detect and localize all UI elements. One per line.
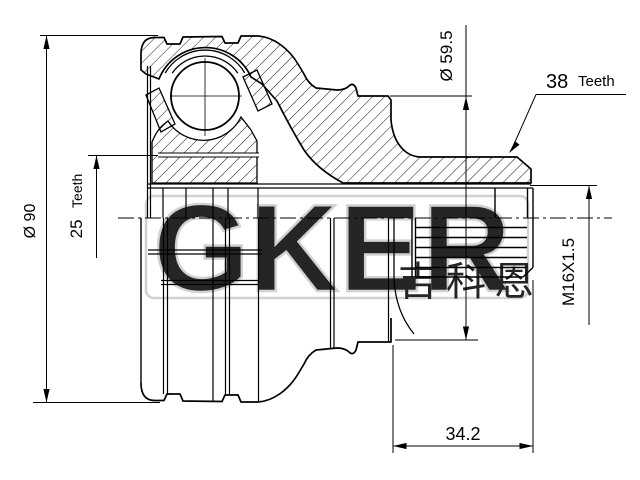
dim-spline-teeth: 25 Teeth: [67, 155, 158, 258]
arrow-right: [519, 442, 533, 450]
ring-diameter-label: Ø 59.5: [437, 30, 456, 81]
stem-boot-seat: [393, 218, 415, 335]
arrow-up: [462, 96, 470, 110]
bell-view-lower: [140, 218, 392, 403]
dim-ring-diameter: Ø 59.5: [390, 25, 478, 341]
inner-race-body: [151, 115, 258, 184]
bell-lower-outline: [140, 318, 392, 403]
label-ring-teeth: 38 Teeth: [509, 71, 626, 153]
shaft-upper-edges: [494, 188, 534, 268]
outer-race-section: [140, 35, 532, 184]
ball-centerlines: [170, 58, 242, 136]
watermark-cjk-text: 吉科恩: [398, 260, 542, 304]
watermark: GKER 吉科恩: [144, 179, 542, 319]
outer-diameter-label: Ø 90: [22, 204, 39, 239]
arrow-up: [93, 155, 100, 169]
spline-word: Teeth: [69, 174, 85, 208]
dim-stem-length: 34.2: [392, 280, 534, 453]
cage-inner-arc: [171, 55, 239, 74]
ring-teeth-count: 38: [546, 71, 568, 93]
thread-spec-label: M16X1.5: [559, 238, 578, 306]
arrow-up: [43, 35, 50, 49]
dim-outer-diameter: Ø 90: [22, 35, 160, 403]
arrow-down: [462, 326, 470, 340]
arrow-up: [585, 185, 593, 199]
ball: [170, 58, 242, 136]
ring-teeth-word: Teeth: [578, 73, 615, 90]
arrow-left: [393, 442, 407, 450]
leader-arrow: [509, 141, 520, 153]
stem-length-label: 34.2: [445, 424, 480, 444]
shaft-end-chamfer: [522, 266, 534, 278]
spline-teeth-label: 25 Teeth: [67, 174, 86, 239]
spline-count: 25: [67, 219, 86, 238]
arrow-down: [43, 389, 50, 403]
interior-edges-upper: [146, 66, 533, 218]
watermark-border: [144, 194, 530, 300]
inner-race-section: [151, 115, 259, 184]
cage-section-right: [242, 69, 273, 112]
spline-shaft-lower: [411, 218, 534, 278]
dim-thread: M16X1.5: [530, 185, 597, 325]
cage-outer-arc: [164, 49, 246, 74]
interior-edges-lower: [148, 218, 390, 402]
spline-bore-band: [158, 153, 259, 157]
bell-section-upper: [140, 35, 532, 184]
